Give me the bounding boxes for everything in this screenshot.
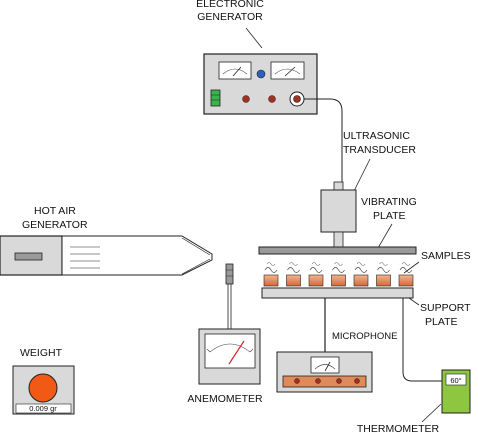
- transducer-label-line1: ULTRASONIC: [343, 130, 410, 142]
- sample-cube: [398, 262, 414, 287]
- sample-cube: [331, 262, 346, 287]
- weight-label: WEIGHT: [20, 347, 63, 359]
- samples-label: SAMPLES: [421, 250, 471, 262]
- thermometer-label-leader: [421, 403, 442, 423]
- generator-label-line2: GENERATOR: [197, 11, 263, 23]
- samples-row: [263, 262, 414, 287]
- vibrating-plate-label-leader: [377, 223, 393, 249]
- support-plate-label-line2: PLATE: [425, 316, 457, 328]
- thermometer-display: [445, 373, 467, 386]
- transducer-label-line2: TRANSDUCER: [343, 144, 416, 156]
- vibrating-plate-label-line1: VIBRATING: [361, 196, 417, 208]
- anemometer-needle: [228, 340, 245, 365]
- weight-display: [15, 403, 72, 414]
- generator-meter-right: [270, 61, 305, 80]
- ultrasonic-transducer: [320, 181, 357, 248]
- sound-meter-knob: [294, 378, 300, 384]
- thermometer-label: THERMOMETER: [357, 423, 440, 434]
- sound-meter-knob: [354, 378, 360, 384]
- generator-knob-2: [268, 95, 276, 103]
- microphone-label: MICROPHONE: [332, 331, 397, 342]
- vibrating-plate: [258, 246, 417, 255]
- sound-meter-dial: [310, 356, 340, 374]
- generator-label-line1: ELECTRONIC: [196, 0, 264, 10]
- thermometer: 60°: [441, 369, 471, 414]
- weight-sample: [28, 373, 58, 403]
- hot-air-label-line2: GENERATOR: [22, 219, 88, 231]
- support-plate-label-line1: SUPPORT: [420, 302, 471, 314]
- vibrating-plate-label-line2: PLATE: [373, 210, 405, 222]
- anemometer-label: ANEMOMETER: [187, 393, 263, 405]
- electronic-generator: [203, 53, 318, 115]
- weight-reading: 0.009 gr: [29, 404, 57, 413]
- hot-air-generator: [0, 235, 213, 276]
- anemometer: [198, 263, 261, 385]
- hot-air-label-line1: HOT AIR: [34, 205, 76, 217]
- generator-power-indicator: [210, 89, 221, 107]
- samples-label-leader: [403, 261, 420, 274]
- thermometer-reading: 60°: [450, 376, 461, 385]
- sample-cube: [376, 262, 391, 287]
- generator-blue-dial: [256, 69, 266, 79]
- generator-meter-left: [218, 61, 252, 80]
- support-plate-label-leader: [408, 297, 420, 306]
- generator-label-leader: [245, 27, 263, 49]
- sample-cube: [353, 262, 369, 287]
- support-plate: [261, 287, 414, 299]
- generator-knob-1: [242, 95, 250, 103]
- sample-cube: [286, 262, 301, 287]
- anemometer-probe: [225, 263, 234, 285]
- sound-meter-knob: [336, 378, 342, 384]
- sound-meter: [276, 351, 373, 393]
- generator-cable: [304, 98, 343, 183]
- sound-meter-knob: [315, 378, 321, 384]
- thermometer-probe-cable: [402, 298, 442, 382]
- sample-cube: [308, 262, 324, 287]
- weighing-scale: 0.009 gr: [12, 365, 75, 415]
- sample-cube: [263, 262, 279, 287]
